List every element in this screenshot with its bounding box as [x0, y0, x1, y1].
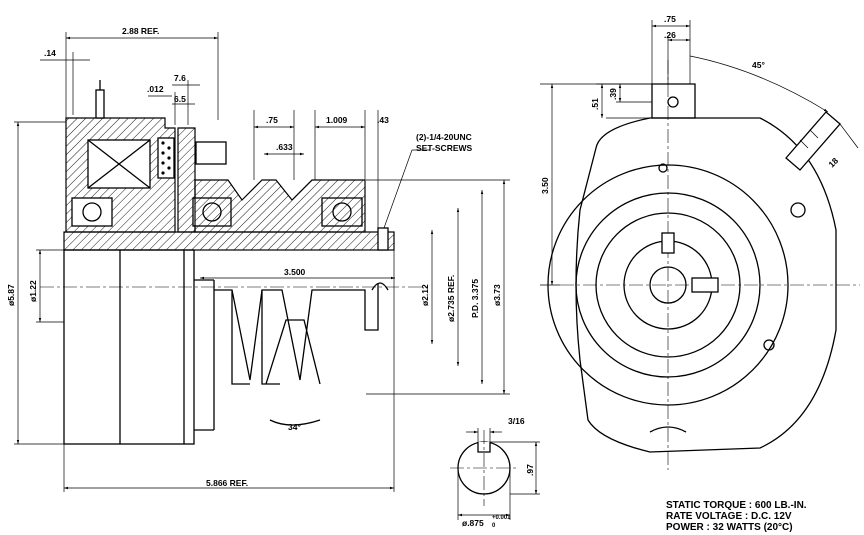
dim-overall-bottom: 5.866 REF.: [206, 478, 248, 488]
dim-316: 3/16: [508, 416, 525, 426]
dim-039: .39: [608, 88, 618, 100]
dim-075: .75: [266, 115, 278, 125]
dim-overall-top: 2.88 REF.: [122, 26, 159, 36]
dim-0012: .012: [147, 84, 164, 94]
dim-dia373: ø3.73: [492, 284, 502, 306]
dim-065: 6.5: [174, 94, 186, 104]
dim-dia122: ø1.22: [28, 280, 38, 302]
dim-dia587: ø5.87: [6, 284, 16, 306]
dim-1009: 1.009: [326, 115, 348, 125]
setscrews-line1: (2)-1/4-20UNC: [416, 132, 472, 142]
dimension-labels: 2.88 REF. .14 7.6 .012 6.5 .75 1.009 .43…: [6, 14, 840, 529]
dim-front-075: .75: [664, 14, 676, 24]
setscrews-line2: SET-SCREWS: [416, 143, 473, 153]
spec-torque: STATIC TORQUE : 600 LB.-IN.: [666, 500, 807, 511]
dim-dia2735: ø2.735 REF.: [446, 275, 456, 322]
dim-tol-lower: 0: [492, 523, 496, 529]
dim-043: .43: [377, 115, 389, 125]
dim-051: .51: [590, 98, 600, 110]
side-section-view: [14, 32, 510, 492]
dim-3500: 3.500: [284, 267, 306, 277]
dim-18: 18: [826, 155, 840, 169]
dim-dia212: ø2.12: [420, 284, 430, 306]
spec-block: STATIC TORQUE : 600 LB.-IN. RATE VOLTAGE…: [666, 500, 807, 533]
dim-front-026: .26: [664, 30, 676, 40]
dim-0633: .633: [276, 142, 293, 152]
front-view: [540, 20, 860, 470]
dim-014: .14: [44, 48, 56, 58]
dim-angle45: 45°: [752, 60, 765, 70]
dim-pd3375: P.D. 3.375: [470, 279, 480, 318]
dim-076: 7.6: [174, 73, 186, 83]
spec-power: POWER : 32 WATTS (20°C): [666, 522, 793, 533]
dim-angle34: 34°: [288, 422, 301, 432]
dim-bore: ø.875: [462, 518, 484, 528]
keyway-detail: [450, 428, 540, 520]
dim-097: .97: [525, 464, 535, 476]
dim-tol-upper: +0.001: [492, 515, 511, 521]
spec-voltage: RATE VOLTAGE : D.C. 12V: [666, 511, 792, 522]
dim-350: 3.50: [540, 177, 550, 194]
